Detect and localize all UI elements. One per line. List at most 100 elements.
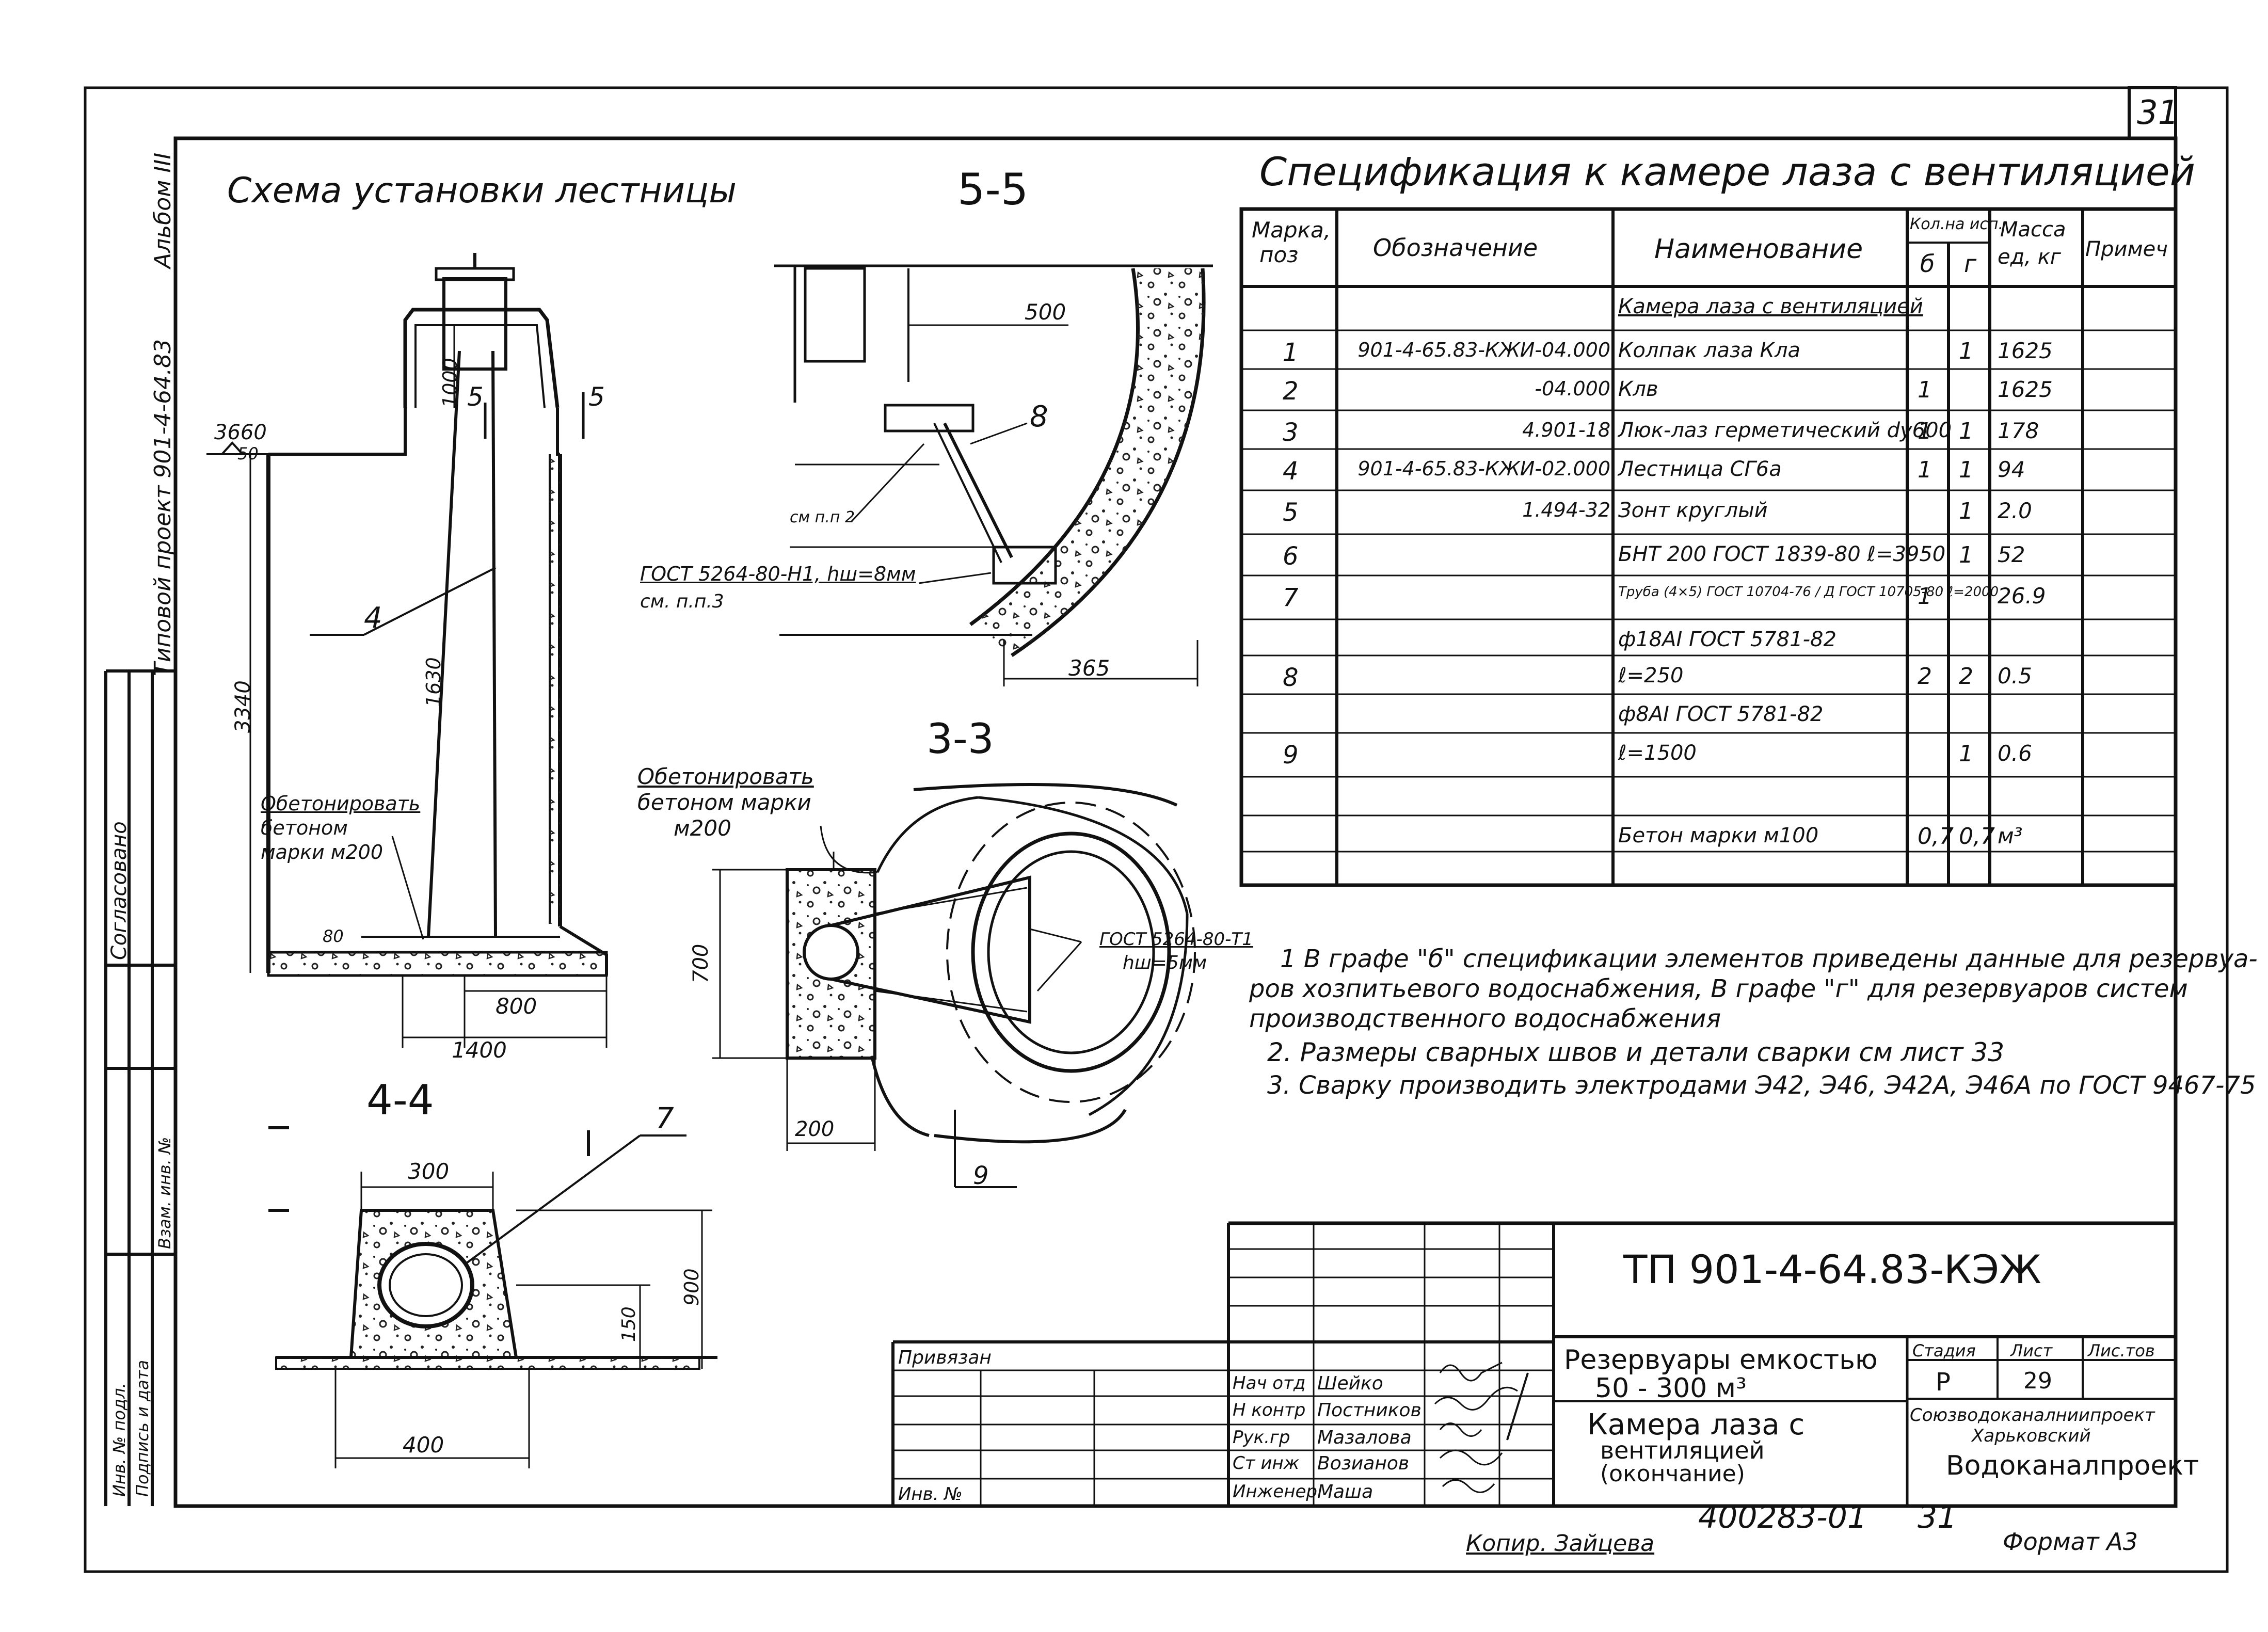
- spec-row-b: 1: [1918, 377, 1932, 403]
- section-5-title: 5-5: [957, 164, 1029, 215]
- spec-row-name: ф18АI ГОСТ 5781-82: [1618, 628, 1836, 651]
- spec-row-mark: 8: [1283, 663, 1299, 692]
- spec-row-g: 2: [1959, 663, 1973, 690]
- section-5-ref-2: см. п.п.3: [640, 591, 724, 612]
- spec-row-name: ф8АI ГОСТ 5781-82: [1618, 702, 1824, 726]
- sheets-label: Лис.тов: [2088, 1341, 2155, 1361]
- stamp-row-1: Инв. № подл.: [109, 1383, 129, 1497]
- spec-row-mass: м³: [1998, 823, 2023, 849]
- spec-row-b: 1: [1918, 418, 1932, 444]
- spec-row-name: Колпак лаза Кла: [1618, 339, 1801, 362]
- spec-row-mass: 94: [1998, 457, 2025, 482]
- spec-row-mass: 0.6: [1998, 741, 2032, 766]
- spec-row-name: Труба (4×5) ГОСТ 10704-76 / Д ГОСТ 10705…: [1618, 584, 1999, 600]
- spec-row-designation: 4.901-18: [1522, 419, 1610, 441]
- spec-row-g: 1: [1959, 418, 1973, 444]
- staff-role: Нач отд: [1233, 1373, 1306, 1394]
- scheme-cut-5b: 5: [588, 382, 605, 412]
- spec-row-mark: 6: [1283, 542, 1299, 571]
- section-3-note-1: Обетонировать: [637, 764, 814, 789]
- spec-title: Спецификация к камере лаза с вентиляцией: [1259, 149, 2195, 195]
- scheme-title: Схема установки лестницы: [227, 170, 737, 211]
- spec-row-mass: 1625: [1998, 338, 2053, 363]
- inv-label: Инв. №: [898, 1484, 963, 1505]
- inventory-sheet: 31: [1918, 1499, 1957, 1535]
- section-3-weld-1: ГОСТ 5264-80-Т1: [1099, 929, 1253, 950]
- scheme-dim-1630: 1630: [422, 657, 445, 707]
- spec-row-b: 1: [1918, 583, 1932, 610]
- scheme-dim-50: 50: [237, 444, 259, 463]
- stamp-row-3: Взам. инв. №: [155, 1137, 174, 1249]
- spec-row-mass: 2.0: [1998, 498, 2032, 523]
- spec-header-mass-2: ед, кг: [1998, 245, 2061, 269]
- spec-row-mark: 5: [1283, 498, 1299, 527]
- section-3-dim-700: 700: [689, 943, 713, 983]
- spec-row-designation: 901-4-65.83-КЖИ-02.000: [1357, 457, 1610, 480]
- spec-row-designation: 1.494-32: [1522, 499, 1610, 521]
- sheet-value: 29: [2023, 1368, 2052, 1394]
- spec-row-name: ℓ=250: [1618, 664, 1684, 687]
- spec-row-mark: 3: [1283, 418, 1299, 447]
- staff-role: Инженер: [1233, 1481, 1317, 1502]
- spec-row-g: 1: [1959, 338, 1973, 364]
- inventory-code: 400283-01: [1698, 1499, 1867, 1535]
- spec-row-mark: 2: [1283, 377, 1299, 406]
- scheme-level: 3660: [214, 421, 267, 444]
- staff-role: Н контр: [1233, 1400, 1306, 1420]
- section-3-title: 3-3: [927, 715, 994, 763]
- album-label: Альбом III: [150, 152, 176, 268]
- note-line-5: 3. Сварку производить электродами Э42, Э…: [1267, 1071, 2256, 1100]
- spec-row-mark: 1: [1283, 338, 1299, 367]
- section-4-dim-900: 900: [680, 1268, 703, 1306]
- section-4-title: 4-4: [366, 1076, 434, 1124]
- staff-name: Возианов: [1317, 1453, 1410, 1474]
- spec-row-mass: 178: [1998, 418, 2039, 443]
- section-3-note-2: бетоном марки: [637, 790, 811, 815]
- object-title-1: Резервуары емкостью: [1564, 1345, 1878, 1375]
- spec-row-mass: 0.5: [1998, 663, 2032, 689]
- spec-row-g: 1: [1959, 741, 1973, 767]
- spec-row-mark: 9: [1283, 741, 1299, 770]
- staff-name: Шейко: [1317, 1373, 1383, 1394]
- sheet-title-2: вентиляцией: [1600, 1436, 1765, 1464]
- staff-role: Ст инж: [1233, 1453, 1300, 1474]
- staff-role: Рук.гр: [1233, 1427, 1290, 1448]
- section-3-dim-200: 200: [795, 1117, 835, 1141]
- section-3-note-3: м200: [674, 815, 731, 841]
- spec-header-name: Наименование: [1654, 234, 1863, 265]
- scheme-note-line-2: бетоном: [261, 817, 348, 839]
- scheme-cut-5a: 5: [467, 382, 484, 412]
- scheme-dim-1400: 1400: [452, 1037, 507, 1063]
- scheme-label-4: 4: [364, 601, 382, 635]
- stage-value: Р: [1936, 1368, 1951, 1397]
- spec-header-qty-g: г: [1964, 250, 1977, 278]
- spec-row-g: 1: [1959, 542, 1973, 568]
- note-line-4: 2. Размеры сварных швов и детали сварки …: [1267, 1037, 2005, 1067]
- copied-by: Копир. Зайцева: [1466, 1530, 1655, 1557]
- spec-row-mass: 26.9: [1998, 583, 2046, 609]
- spec-header-mass-1: Масса: [2000, 218, 2066, 242]
- spec-row-name: ℓ=1500: [1618, 741, 1697, 765]
- note-line-2: ров хозпитьевого водоснабжения, В графе …: [1249, 974, 2188, 1003]
- scheme-dim-80: 80: [323, 926, 344, 946]
- org-line-3: Водоканалпроект: [1946, 1450, 2199, 1481]
- section-3-label-9: 9: [973, 1161, 989, 1190]
- spec-row-designation: 901-4-65.83-КЖИ-04.000: [1357, 339, 1610, 361]
- stage-label: Стадия: [1912, 1341, 1976, 1361]
- staff-name: Маша: [1317, 1481, 1373, 1502]
- bound-label: Привязан: [898, 1347, 992, 1368]
- spec-row-name: Зонт круглый: [1618, 499, 1768, 522]
- spec-row-g: 0,7: [1959, 823, 1995, 850]
- scheme-note-line-1: Обетонировать: [261, 792, 421, 815]
- section-4-dim-400: 400: [403, 1432, 444, 1458]
- spec-row-designation: -04.000: [1535, 377, 1610, 400]
- note-line-1: 1 В графе "б" спецификации элементов при…: [1280, 945, 2258, 973]
- section-4-label-7: 7: [656, 1102, 674, 1135]
- scheme-dim-1000: 1000: [439, 358, 461, 408]
- agreed-label: Согласовано: [107, 821, 131, 960]
- drawing-code: ТП 901-4-64.83-КЭЖ: [1623, 1246, 2041, 1292]
- spec-header-designation: Обозначение: [1373, 234, 1538, 262]
- stamp-row-2: Подпись и дата: [133, 1359, 152, 1497]
- org-line-2: Харьковский: [1972, 1426, 2091, 1446]
- spec-row-name: Люк-лаз герметический dу600: [1618, 419, 1952, 442]
